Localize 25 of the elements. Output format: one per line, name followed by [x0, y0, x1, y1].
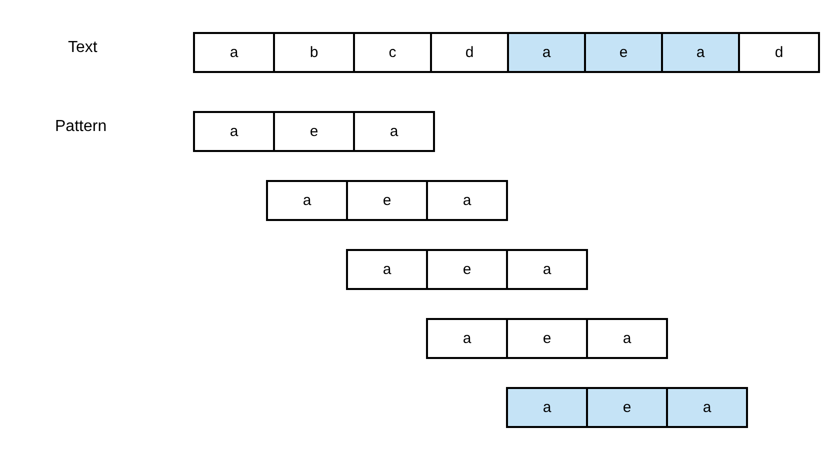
character-cell: a	[266, 180, 348, 221]
character-cell: e	[584, 32, 663, 73]
character-cell: a	[346, 249, 428, 290]
character-cell: a	[506, 249, 588, 290]
character-cell: e	[346, 180, 428, 221]
character-cell: e	[586, 387, 668, 428]
row-label: Text	[68, 39, 98, 57]
character-cell: a	[661, 32, 740, 73]
character-cell: a	[426, 180, 508, 221]
character-cell: b	[273, 32, 355, 73]
character-cell: d	[738, 32, 820, 73]
character-cell: c	[353, 32, 432, 73]
character-cell: a	[353, 111, 435, 152]
character-cell: a	[586, 318, 668, 359]
character-cell: d	[430, 32, 509, 73]
character-cell: a	[426, 318, 508, 359]
character-cell: a	[193, 32, 275, 73]
character-cell: e	[273, 111, 355, 152]
character-cell: a	[507, 32, 586, 73]
character-cell: a	[506, 387, 588, 428]
character-cell: e	[426, 249, 508, 290]
character-cell: e	[506, 318, 588, 359]
character-cell: a	[666, 387, 748, 428]
row-label: Pattern	[55, 118, 107, 136]
character-cell: a	[193, 111, 275, 152]
